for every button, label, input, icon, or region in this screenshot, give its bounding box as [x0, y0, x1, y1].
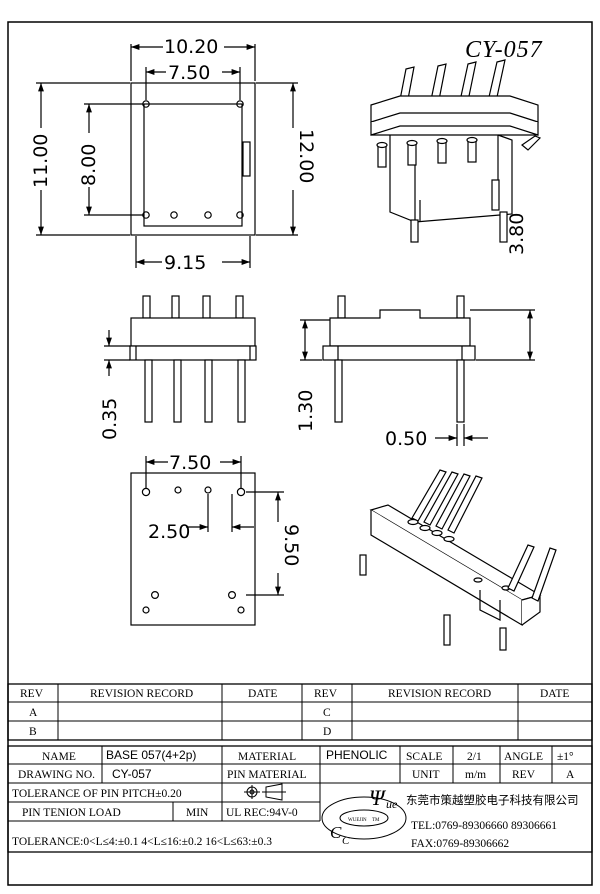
angle-label: ANGLE — [504, 751, 543, 763]
logo-letter-c2: C — [342, 835, 350, 847]
bottom-view-pins — [141, 486, 246, 614]
material-value: PHENOLIC — [326, 748, 388, 762]
side-view — [300, 295, 535, 446]
revision-record-header-right: REVISION RECORD — [388, 688, 491, 700]
iso-top-pins-back — [397, 59, 506, 111]
projection-symbol-icon — [244, 783, 286, 801]
dim-overall-width: 10.20 — [164, 36, 218, 58]
logo-psi-icon: Ψ — [369, 785, 387, 810]
angle-value: ±1° — [557, 751, 574, 763]
side-view-body — [329, 309, 471, 347]
drawing-no-label: DRAWING NO. — [18, 769, 95, 781]
dim-pin-pitch: 2.50 — [148, 521, 190, 543]
front-view-pins-bottom — [144, 359, 246, 423]
company-fax: FAX:0769-89306662 — [411, 838, 509, 850]
drawing-no-value: CY-057 — [112, 767, 152, 781]
iso-top-plate — [370, 95, 539, 123]
iso-bottom-pins-front — [359, 518, 557, 651]
material-label: MATERIAL — [238, 751, 296, 763]
name-label: NAME — [42, 751, 76, 763]
dim-base-width: 9.15 — [164, 252, 206, 274]
front-view-pins-top — [142, 295, 244, 319]
unit-value: m/m — [465, 769, 486, 781]
rev-header-left: REV — [20, 688, 44, 700]
iso-view-top — [370, 59, 542, 243]
date-header-left: DATE — [248, 688, 277, 700]
dim-side-height: 12.00 — [295, 129, 317, 183]
dim-outer-height: 11.00 — [30, 134, 52, 188]
bottom-view — [130, 456, 284, 626]
top-view-inner — [143, 103, 243, 227]
rev-row-a: A — [29, 707, 38, 719]
rev-row-d: D — [323, 726, 331, 738]
dim-pin-span-top: 7.50 — [168, 62, 210, 84]
dim-depth-inner: 8.00 — [78, 144, 100, 186]
dim-total-height: 3.80 — [506, 213, 528, 255]
rev-label: REV — [512, 769, 536, 781]
pitch-tolerance: TOLERANCE OF PIN PITCH±0.20 — [12, 788, 182, 800]
unit-label: UNIT — [412, 769, 439, 781]
dim-pin-dia: 0.50 — [385, 428, 427, 450]
scale-value: 2/1 — [467, 751, 482, 763]
logo-ring-left: WUEJIN — [348, 818, 367, 823]
revision-table — [7, 683, 593, 741]
dim-pin-below: 0.35 — [99, 398, 121, 440]
tenion-label: PIN TENION LOAD — [22, 807, 121, 819]
logo-letter-c1: C — [330, 823, 342, 842]
top-view-outer — [130, 82, 256, 236]
date-header-right: DATE — [540, 688, 569, 700]
ul-rec: UL REC:94V-0 — [226, 807, 298, 819]
name-value: BASE 057(4+2p) — [106, 748, 196, 762]
logo-ring-right: TM — [372, 818, 380, 823]
company-name: 东莞市策越塑胶电子科技有限公司 — [406, 793, 579, 807]
rev-row-b: B — [29, 726, 37, 738]
revision-record-header-left: REVISION RECORD — [90, 688, 193, 700]
rev-row-c: C — [323, 707, 331, 719]
dim-pin-row-span: 9.50 — [280, 524, 302, 566]
tenion-min: MIN — [186, 807, 209, 819]
tolerance-note: TOLERANCE:0<L≤4:±0.1 4<L≤16:±0.2 16<L≤63… — [12, 836, 272, 848]
iso-view-bottom — [359, 469, 557, 651]
sheet-border — [7, 21, 593, 886]
scale-label: SCALE — [406, 751, 442, 763]
logo-letters-ue: ue — [386, 797, 398, 811]
front-view-body — [130, 317, 256, 347]
company-tel: TEL:0769-89306660 89306661 — [411, 820, 557, 832]
title-block — [7, 745, 593, 853]
dim-pin-length: 1.30 — [295, 390, 317, 432]
top-view-pins — [142, 100, 244, 219]
front-view — [104, 295, 257, 423]
pin-material-label: PIN MATERIAL — [227, 769, 307, 781]
company-logo: C C Ψ ue WUEJIN TM — [321, 785, 407, 847]
rev-header-right: REV — [314, 688, 338, 700]
iso-body — [389, 134, 513, 223]
rev-value: A — [566, 769, 575, 781]
iso-bottom-pins-back — [411, 469, 483, 534]
bottom-view-outline — [130, 472, 256, 626]
dim-pin-span-bottom: 7.50 — [169, 452, 211, 474]
drawing-title: CY-057 — [465, 37, 543, 63]
iso-top-pins-front — [376, 135, 542, 243]
top-view — [36, 44, 298, 268]
